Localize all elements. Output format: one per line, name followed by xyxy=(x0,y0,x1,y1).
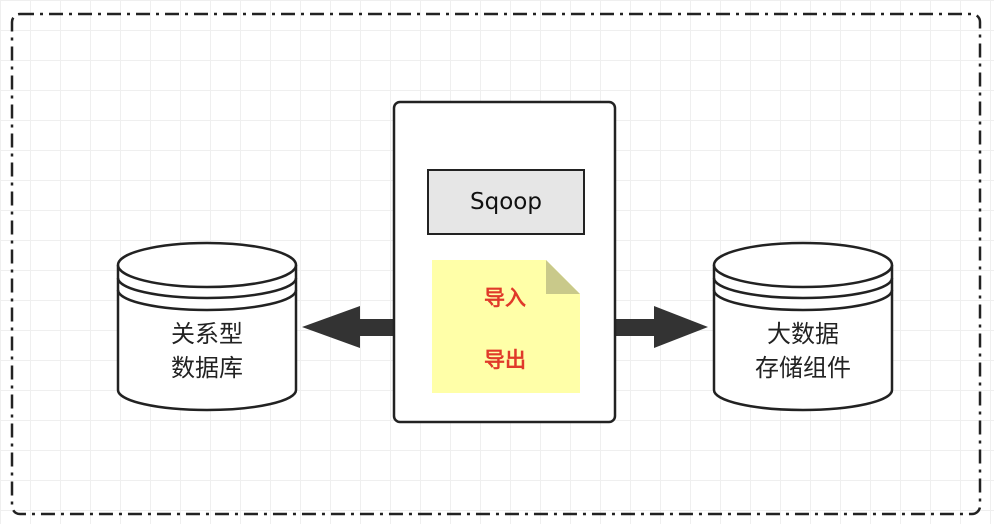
sqoop-label: Sqoop xyxy=(470,189,542,215)
export-label: 导出 xyxy=(484,348,526,372)
left-database-label: 关系型 数据库 xyxy=(118,317,296,385)
right-database-label-line1: 大数据 xyxy=(767,320,839,348)
outer-container-border xyxy=(10,12,982,516)
left-database-label-line1: 关系型 xyxy=(171,320,243,348)
sqoop-label-box xyxy=(427,169,585,235)
right-database-label-line2: 存储组件 xyxy=(755,354,851,382)
left-database-label-line2: 数据库 xyxy=(171,354,243,382)
relational-database-cylinder xyxy=(116,241,298,412)
sticky-note xyxy=(432,260,580,393)
import-label: 导入 xyxy=(484,286,526,310)
big-data-storage-cylinder xyxy=(712,241,894,412)
right-database-label: 大数据 存储组件 xyxy=(714,317,892,385)
